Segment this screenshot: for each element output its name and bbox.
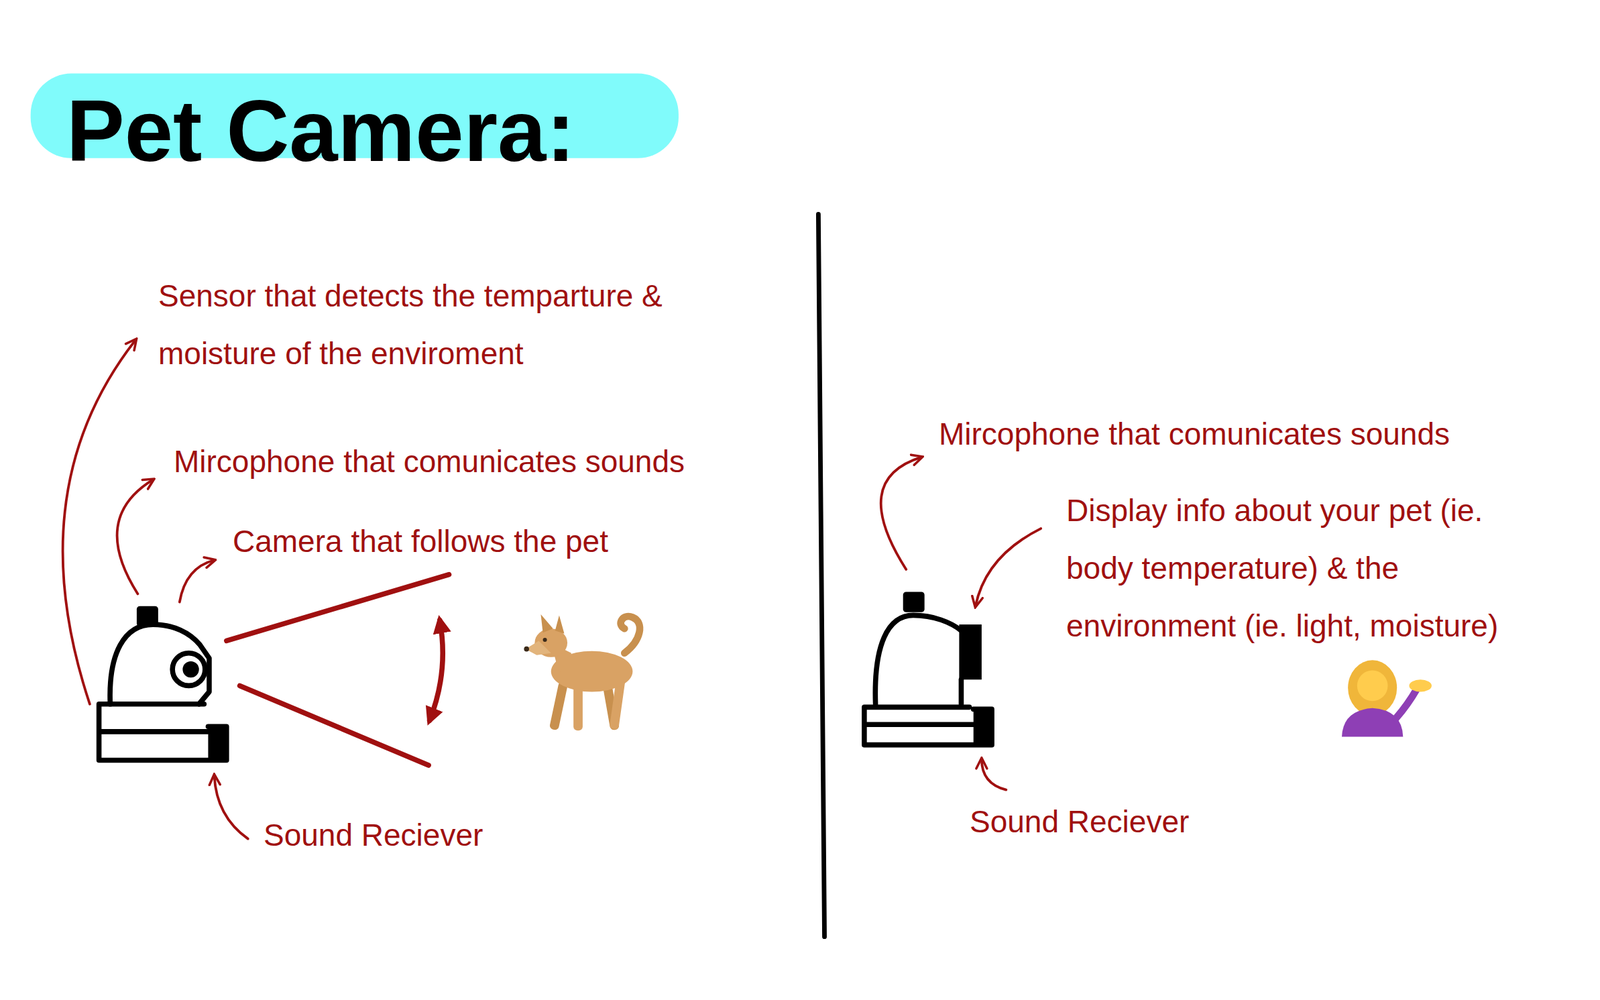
dog-figure — [523, 614, 640, 731]
camera-left — [99, 606, 228, 762]
leader-arrow — [179, 559, 215, 602]
label-slot: Camera that follows the pet — [232, 512, 609, 570]
callout-label: Mircophone that comunicates sounds — [173, 432, 685, 491]
divider-line — [818, 214, 825, 937]
camera-right — [864, 591, 994, 746]
camera-base-block — [207, 725, 228, 762]
person-figure — [1341, 659, 1432, 737]
person-face — [1357, 670, 1389, 702]
leaders — [63, 339, 1042, 839]
callout-label: Camera that follows the pet — [232, 512, 609, 570]
camera-lens — [172, 653, 206, 687]
person-hair — [1347, 659, 1397, 715]
leader-arrow — [214, 775, 249, 839]
dog-tail — [620, 616, 640, 654]
view-line — [226, 574, 450, 642]
callout-label: Mircophone that comunicates sounds — [938, 405, 1450, 463]
leader-arrow — [117, 479, 154, 594]
camera-dome — [109, 624, 210, 705]
camera-base — [864, 706, 992, 745]
person-arm — [1396, 689, 1417, 719]
dog-snout — [525, 640, 552, 655]
person-body — [1341, 708, 1403, 737]
label-slot: Sound Reciever — [263, 806, 483, 864]
leader-arrow — [975, 528, 1041, 607]
label-slot: Mircophone that comunicates sounds — [173, 432, 685, 491]
view-line — [240, 685, 430, 766]
camera-display — [958, 624, 982, 680]
callout-label: Display info about your pet (ie. body te… — [1066, 481, 1536, 655]
camera-base-block — [973, 708, 994, 746]
label-slot: Sound Reciever — [969, 792, 1189, 851]
label-slot: Sensor that detects the temparture & moi… — [158, 266, 722, 383]
camera-dome — [875, 614, 961, 704]
callout-label: Sound Reciever — [263, 806, 483, 864]
camera-knob — [903, 591, 925, 612]
pan-arrow — [429, 620, 444, 721]
page-title: Pet Camera: — [66, 80, 576, 182]
dog-leg — [549, 680, 569, 731]
callout-label: Sensor that detects the temparture & moi… — [158, 266, 722, 383]
view-field — [226, 574, 450, 766]
title-slot: Pet Camera: — [66, 80, 576, 182]
dog-eye — [543, 637, 548, 642]
callout-label: Sound Reciever — [969, 792, 1189, 851]
leader-arrow — [63, 339, 137, 705]
label-slot: Mircophone that comunicates sounds — [938, 405, 1450, 463]
camera-dome — [958, 679, 965, 705]
leader-arrow — [981, 759, 1007, 790]
camera-base — [99, 704, 227, 761]
dog-ear — [555, 614, 565, 634]
dog-nose — [523, 646, 530, 652]
leader-arrow — [881, 457, 922, 570]
dog-ear — [540, 614, 553, 633]
label-slot: Display info about your pet (ie. body te… — [1066, 481, 1536, 655]
person-hand — [1408, 679, 1432, 692]
camera-lens-core — [182, 661, 199, 678]
